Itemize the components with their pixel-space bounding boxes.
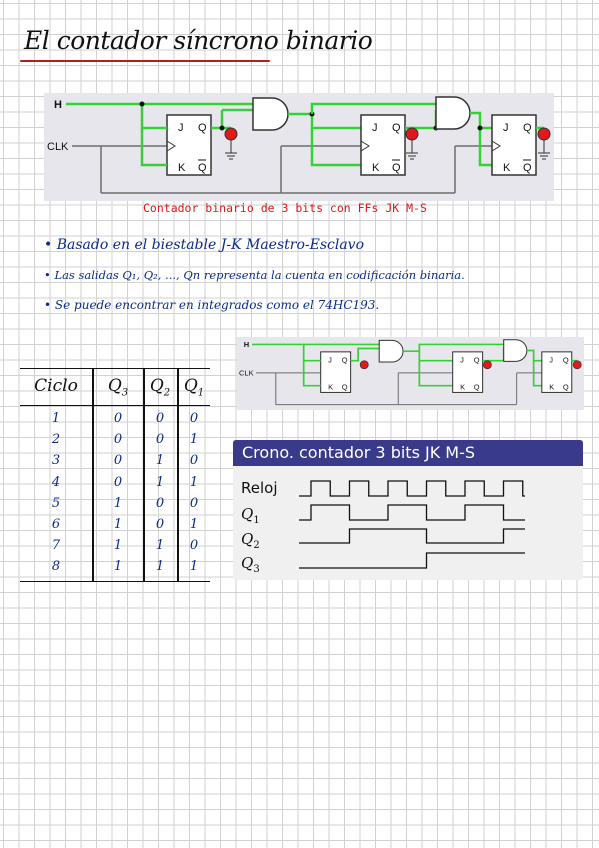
- signal-label-q2: Q2: [241, 530, 260, 551]
- svg-text:Q: Q: [342, 356, 348, 365]
- signal-label-q1: Q1: [241, 505, 260, 526]
- header-ciclo: Ciclo: [34, 376, 78, 396]
- svg-text:K: K: [549, 383, 554, 392]
- header-q2: Q2: [149, 376, 171, 399]
- bullet-item: • Las salidas Q₁, Q₂, ..., Qn representa…: [44, 268, 465, 282]
- svg-text:Q: Q: [198, 122, 207, 134]
- svg-text:J: J: [460, 356, 464, 365]
- truth-table-cell: 0: [113, 411, 123, 426]
- clk-label: CLK: [47, 141, 69, 153]
- truth-table-cell: 1: [113, 495, 123, 511]
- circuit-small-svg: H CLK J Q K Q J Q K Q J Q K: [239, 339, 582, 406]
- truth-table-cell: 0: [189, 495, 199, 511]
- and-gate-2: [435, 96, 471, 130]
- truth-table-cell: 1: [189, 474, 199, 490]
- timing-diagram: Crono. contador 3 bits JK M-S Reloj Q1 Q…: [233, 440, 583, 580]
- truth-table-cell: 1: [189, 559, 199, 575]
- circuit-caption: Contador binario de 3 bits con FFs JK M-…: [143, 201, 427, 215]
- page-title: El contador síncrono binario: [24, 26, 373, 55]
- truth-table-cell: 0: [189, 411, 199, 426]
- truth-table-cell: 4: [51, 474, 61, 490]
- header-q1: Q1: [183, 376, 205, 399]
- truth-table-cell: 8: [51, 559, 61, 575]
- timing-diagram-title: Crono. contador 3 bits JK M-S: [233, 440, 583, 466]
- svg-text:J: J: [503, 122, 509, 134]
- truth-table-cell: 1: [113, 559, 123, 575]
- svg-text:H: H: [244, 340, 249, 349]
- svg-text:K: K: [178, 162, 186, 174]
- svg-text:Q: Q: [563, 356, 569, 365]
- truth-table-cell: 0: [155, 495, 165, 511]
- truth-table-cell: 1: [155, 453, 165, 469]
- timing-waveforms: [299, 480, 525, 569]
- svg-text:J: J: [372, 122, 378, 134]
- truth-table-cell: 2: [51, 432, 61, 448]
- truth-table-cell: 1: [51, 411, 61, 426]
- svg-text:Q: Q: [474, 356, 480, 365]
- counter-circuit-diagram-small: H CLK J Q K Q J Q K Q J Q K: [237, 337, 584, 410]
- truth-table-cell: 1: [155, 538, 165, 554]
- svg-text:K: K: [460, 383, 465, 392]
- truth-table-cell: 5: [51, 495, 61, 511]
- svg-text:Q: Q: [392, 122, 401, 134]
- svg-text:Q: Q: [198, 162, 207, 174]
- circuit-svg: H CLK J Q K Q: [47, 96, 551, 194]
- truth-table-cell: 1: [155, 559, 165, 575]
- title-underline: [20, 60, 270, 62]
- and-gate-1: [252, 97, 289, 131]
- truth-table-cell: 0: [155, 517, 165, 532]
- truth-table-cell: 0: [189, 453, 199, 469]
- truth-table-cell: 0: [113, 432, 123, 448]
- waveform-1: [299, 504, 525, 521]
- truth-table-cell: 3: [51, 453, 61, 469]
- svg-text:K: K: [503, 162, 511, 174]
- signal-label-q3: Q3: [241, 554, 260, 575]
- svg-text:K: K: [372, 162, 380, 174]
- svg-text:K: K: [328, 383, 333, 392]
- truth-table-cell: 0: [189, 538, 199, 554]
- svg-text:CLK: CLK: [239, 369, 254, 378]
- truth-table-cell: 0: [113, 453, 123, 469]
- svg-text:J: J: [178, 122, 184, 134]
- probe-q1-icon: [224, 127, 238, 141]
- counter-circuit-diagram: H CLK J Q K Q: [44, 93, 554, 201]
- svg-text:Q: Q: [342, 383, 348, 392]
- svg-text:Q: Q: [474, 383, 480, 392]
- truth-table-cell: 0: [155, 411, 165, 426]
- truth-table-cell: 1: [113, 538, 123, 554]
- bullet-item: • Se puede encontrar en integrados como …: [44, 298, 380, 312]
- svg-text:Q: Q: [392, 162, 401, 174]
- truth-table-cell: 7: [51, 538, 61, 554]
- signal-label-reloj: Reloj: [241, 479, 278, 497]
- bullet-item: • Basado en el biestable J-K Maestro-Esc…: [44, 237, 365, 253]
- truth-table-cell: 0: [155, 432, 165, 448]
- truth-table-cell: 1: [155, 474, 165, 490]
- h-label: H: [54, 99, 62, 111]
- svg-text:J: J: [328, 356, 332, 365]
- header-q3: Q3: [107, 376, 129, 399]
- truth-table-cell: 0: [113, 474, 123, 490]
- probe-q3-icon: [537, 127, 551, 141]
- truth-table-cell: 1: [189, 517, 199, 532]
- svg-text:J: J: [549, 356, 553, 365]
- svg-text:Q: Q: [523, 162, 532, 174]
- truth-table-cell: 1: [113, 517, 123, 532]
- probe-q2-icon: [405, 127, 419, 141]
- truth-table-cell: 1: [189, 432, 199, 448]
- svg-text:Q: Q: [563, 383, 569, 392]
- waveform-0: [299, 480, 525, 497]
- truth-table: Ciclo Q3 Q2 Q1 1 0 0 0 2 0 0 1 3 0 1 0 4 0 1 1 5 1 0 0 6 1 0 1 7…: [20, 368, 210, 582]
- truth-table-header: [20, 369, 210, 406]
- svg-text:Q: Q: [523, 122, 532, 134]
- waveform-3: [299, 552, 525, 569]
- truth-table-cell: 6: [51, 517, 61, 532]
- waveform-2: [299, 528, 525, 544]
